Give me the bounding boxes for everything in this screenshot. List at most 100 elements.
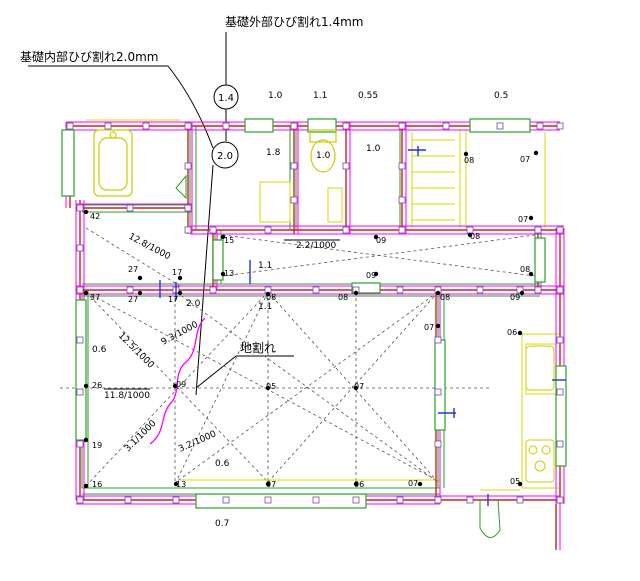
column-post — [352, 496, 360, 504]
level-label: 05 — [266, 382, 276, 391]
rebar-lines — [81, 126, 542, 495]
level-label: 06 — [354, 480, 364, 489]
column-post — [342, 162, 350, 170]
slope-underlines — [104, 239, 340, 390]
level-label: 08 — [266, 293, 276, 302]
level-point — [137, 275, 143, 281]
level-label: 42 — [90, 212, 100, 221]
level-point — [137, 290, 143, 296]
column-post — [126, 204, 134, 212]
interior-lines — [86, 119, 561, 491]
outer-crack-callout: 1.4 — [218, 93, 234, 104]
column-post — [398, 162, 406, 170]
level-point — [519, 290, 525, 296]
inner-crack-callout-circle — [211, 141, 239, 169]
column-post — [76, 440, 84, 448]
leader-lines — [28, 32, 294, 396]
column-post — [126, 286, 134, 294]
level-label: 07 — [424, 323, 434, 332]
column-post — [172, 496, 180, 504]
column-post — [556, 286, 564, 294]
column-post — [434, 440, 442, 448]
crack-width-label: 0.5 — [494, 91, 508, 101]
column-post — [209, 226, 217, 234]
slope-label: 12.5/1000 — [116, 331, 156, 371]
column-post — [398, 122, 406, 130]
level-point — [265, 385, 271, 391]
column-post — [222, 122, 230, 130]
level-point — [435, 323, 441, 329]
crack-width-values: 1.0 1.1 0.55 0.5 1.8 1.0 1.0 1.1 1.1 2.0… — [92, 91, 508, 529]
column-post — [209, 286, 217, 294]
level-label: 09 — [176, 380, 186, 389]
column-post — [534, 226, 542, 234]
crack-width-label: 1.1 — [258, 302, 272, 312]
crack-width-label: 0.6 — [92, 345, 107, 355]
level-label: 08 — [440, 293, 450, 302]
door-swing — [175, 174, 501, 538]
column-post — [434, 388, 442, 396]
level-label: 27 — [128, 265, 138, 274]
slope-label: 3.2/1000 — [177, 429, 218, 455]
level-label: 08 — [338, 293, 348, 302]
column-post — [536, 122, 544, 130]
crack-width-label: 1.0 — [366, 144, 381, 154]
level-point — [177, 290, 183, 296]
inner-crack-callout: 2.0 — [217, 151, 233, 162]
column-post — [556, 336, 564, 344]
level-point — [265, 291, 271, 297]
level-point — [533, 150, 539, 156]
level-label: 13 — [224, 269, 234, 278]
level-point — [517, 330, 523, 336]
level-label: 37 — [90, 293, 100, 302]
ground-crack-note: 地割れ — [240, 340, 276, 355]
level-label: 07 — [408, 479, 418, 488]
outer-crack-note: 基礎外部ひび割れ1.4mm — [225, 14, 363, 29]
inner-crack-note: 基礎内部ひび割れ2.0mm — [20, 49, 158, 64]
column-post — [184, 204, 192, 212]
column-post — [124, 496, 132, 504]
column-post — [342, 122, 350, 130]
level-label: 09 — [366, 271, 376, 280]
column-post — [312, 286, 320, 294]
crack-width-label: 1.8 — [266, 148, 281, 158]
level-point — [83, 483, 89, 489]
column-post — [290, 162, 298, 170]
level-point — [463, 151, 469, 157]
level-point — [173, 481, 179, 487]
level-point — [83, 290, 89, 296]
bathtub — [93, 129, 133, 197]
column-post — [556, 440, 564, 448]
level-label: 27 — [128, 295, 138, 304]
level-point — [83, 383, 89, 389]
column-post — [556, 388, 564, 396]
level-point — [417, 481, 423, 487]
level-point — [528, 215, 534, 221]
crack-width-label: 0.7 — [215, 519, 229, 529]
level-label: 13 — [176, 480, 186, 489]
column-post — [76, 204, 84, 212]
level-label: 08 — [470, 232, 480, 241]
column-post — [434, 496, 442, 504]
column-post — [556, 122, 564, 130]
column-post — [76, 286, 84, 294]
crack-width-label: 2.0 — [186, 299, 201, 309]
column-post — [556, 226, 564, 234]
column-post — [442, 122, 450, 130]
level-label: 07 — [520, 155, 530, 164]
column-post — [396, 496, 404, 504]
outer-crack-callout-circle — [213, 84, 239, 110]
level-label: 05 — [510, 477, 520, 486]
column-post — [342, 226, 350, 234]
level-point — [83, 209, 89, 215]
level-label: 08 — [464, 156, 474, 165]
kitchen-fixtures — [525, 345, 555, 483]
ground-crack-line — [149, 317, 206, 445]
column-post — [76, 336, 84, 344]
column-post — [104, 122, 112, 130]
foundation-walls — [65, 121, 565, 550]
crack-width-label: 0.55 — [358, 91, 378, 101]
level-point — [172, 383, 178, 389]
column-post — [290, 122, 298, 130]
